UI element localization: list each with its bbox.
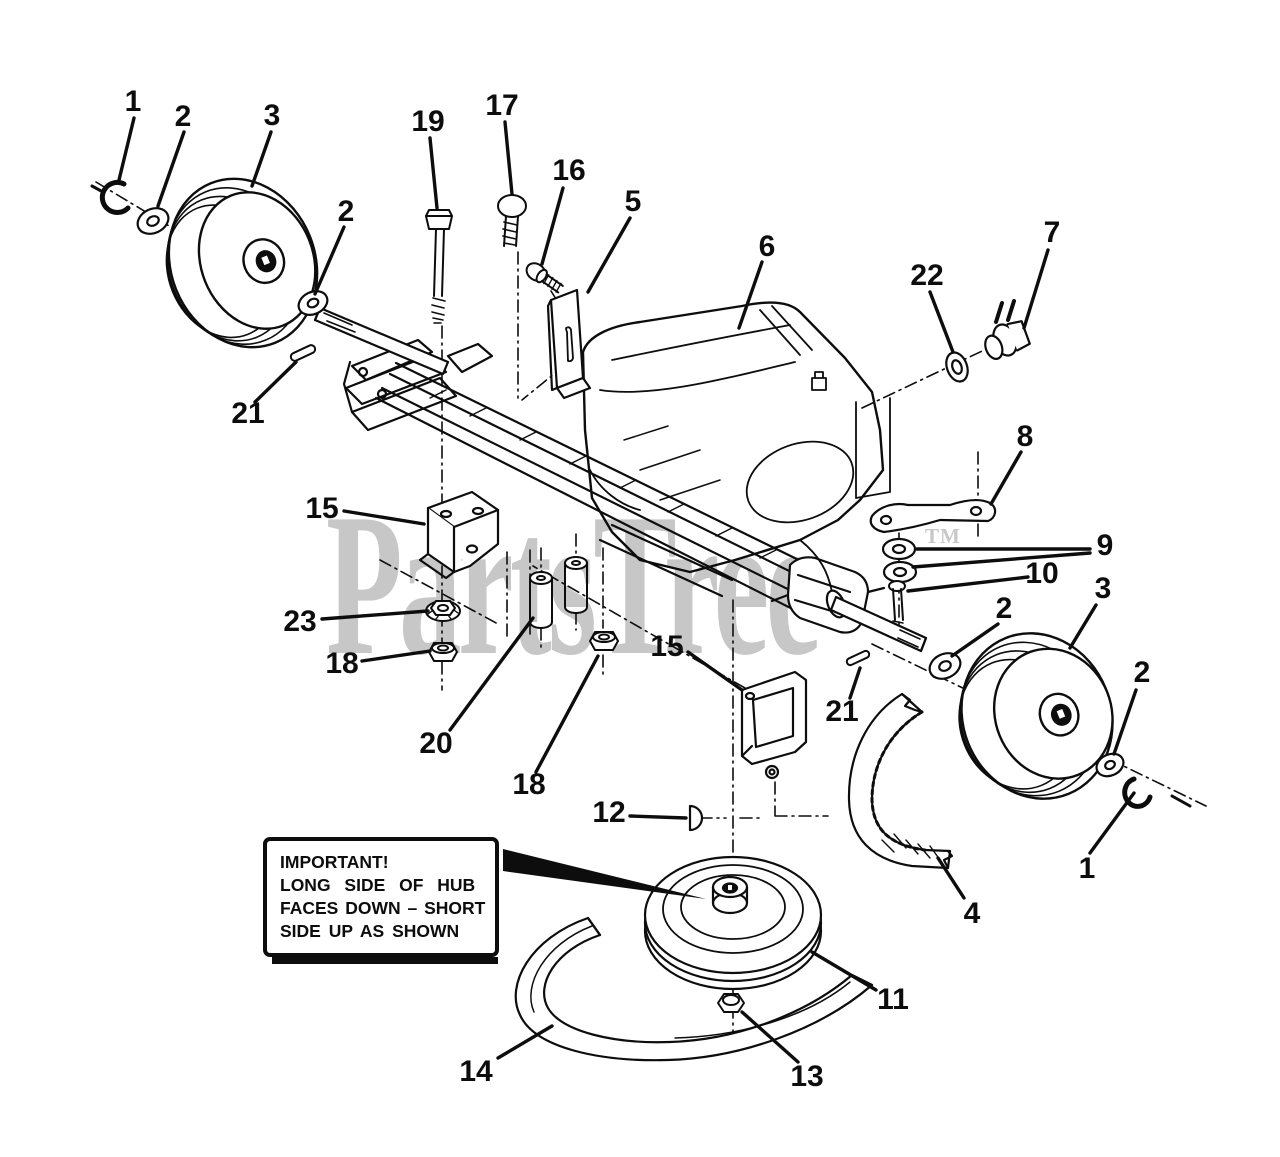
callout-6: 6 bbox=[758, 230, 776, 263]
callout-18-left: 18 bbox=[325, 647, 359, 680]
flange-nut-23 bbox=[425, 600, 461, 622]
callout-10: 10 bbox=[1025, 557, 1059, 590]
callout-2-left-outer: 2 bbox=[174, 100, 192, 133]
callout-2-right-inner: 2 bbox=[995, 592, 1013, 625]
callout-21-right: 21 bbox=[825, 695, 859, 728]
callout-1-left: 1 bbox=[124, 85, 142, 118]
right-inner-washer bbox=[928, 652, 962, 680]
pulley-nut-13 bbox=[717, 993, 745, 1013]
callout-11: 11 bbox=[877, 983, 909, 1016]
spacer-20a bbox=[529, 571, 553, 629]
pulley-key-12 bbox=[688, 804, 704, 832]
shoulder-screw-17 bbox=[497, 194, 527, 247]
callout-1-right: 1 bbox=[1078, 852, 1096, 885]
input-pulley-11 bbox=[643, 855, 823, 991]
left-axle-key bbox=[289, 344, 317, 362]
callout-18-right: 18 bbox=[512, 768, 546, 801]
callout-8: 8 bbox=[1016, 420, 1034, 453]
hex-bolt-16 bbox=[525, 262, 564, 294]
watermark-tm: TM bbox=[925, 524, 961, 548]
important-note: IMPORTANT! LONG SIDE OF HUB FACES DOWN –… bbox=[263, 837, 499, 957]
input-shaft-parts-7 bbox=[984, 299, 1031, 360]
right-axle-key bbox=[845, 649, 871, 667]
callout-20: 20 bbox=[419, 727, 453, 760]
callout-7: 7 bbox=[1043, 216, 1061, 249]
brake-washers-9 bbox=[881, 537, 918, 584]
callout-5: 5 bbox=[624, 185, 642, 218]
watermark-text: PartsTree bbox=[326, 472, 821, 698]
note-arrow bbox=[503, 849, 706, 899]
left-mount-bracket-15 bbox=[418, 490, 500, 580]
right-lock-nut-18 bbox=[589, 631, 619, 651]
left-outer-washer bbox=[136, 207, 170, 235]
callout-12: 12 bbox=[592, 796, 626, 829]
note-line-2: LONG SIDE OF HUB bbox=[280, 875, 476, 895]
left-inner-washer bbox=[297, 290, 329, 316]
left-lock-nut-18 bbox=[428, 642, 458, 662]
callout-15-right: 15 bbox=[650, 630, 684, 663]
carriage-bolt-19 bbox=[425, 209, 453, 324]
toothed-belt-4 bbox=[847, 692, 954, 870]
anchor-bracket-5 bbox=[546, 288, 592, 400]
note-line-4: SIDE UP AS SHOWN bbox=[280, 921, 460, 941]
callout-15-left: 15 bbox=[305, 492, 339, 525]
right-mount-bracket-15 bbox=[740, 670, 808, 780]
callout-3-right-wheel: 3 bbox=[1094, 572, 1112, 605]
brake-arm-8 bbox=[869, 499, 997, 534]
note-box-shadow bbox=[272, 957, 498, 964]
frame-channel bbox=[342, 338, 891, 634]
callout-2-right-outer: 2 bbox=[1133, 656, 1151, 689]
callout-2-left-inner: 2 bbox=[337, 195, 355, 228]
callout-4: 4 bbox=[963, 897, 981, 930]
callout-23: 23 bbox=[283, 605, 317, 638]
note-line-3: FACES DOWN – SHORT bbox=[280, 898, 486, 918]
transaxle-housing bbox=[581, 301, 885, 593]
note-line-1: IMPORTANT! bbox=[280, 852, 389, 872]
input-washer-22 bbox=[945, 351, 969, 383]
right-wheel bbox=[958, 632, 1114, 800]
left-wheel bbox=[165, 177, 319, 349]
right-axle-shaft bbox=[825, 589, 928, 653]
right-outer-washer bbox=[1095, 752, 1125, 778]
callout-19: 19 bbox=[411, 105, 445, 138]
brake-bolt-10 bbox=[888, 580, 906, 633]
callout-3-left-wheel: 3 bbox=[263, 99, 281, 132]
callout-16: 16 bbox=[552, 154, 586, 187]
callout-14: 14 bbox=[459, 1055, 493, 1088]
callout-17: 17 bbox=[485, 89, 519, 122]
callout-22: 22 bbox=[910, 259, 944, 292]
leader-lines bbox=[117, 116, 1138, 1064]
left-e-ring bbox=[90, 179, 131, 215]
spacer-20b bbox=[564, 556, 588, 614]
callout-9: 9 bbox=[1096, 529, 1114, 562]
left-axle-shaft bbox=[313, 306, 450, 376]
callout-21-left: 21 bbox=[231, 397, 265, 430]
callout-13: 13 bbox=[790, 1060, 824, 1093]
